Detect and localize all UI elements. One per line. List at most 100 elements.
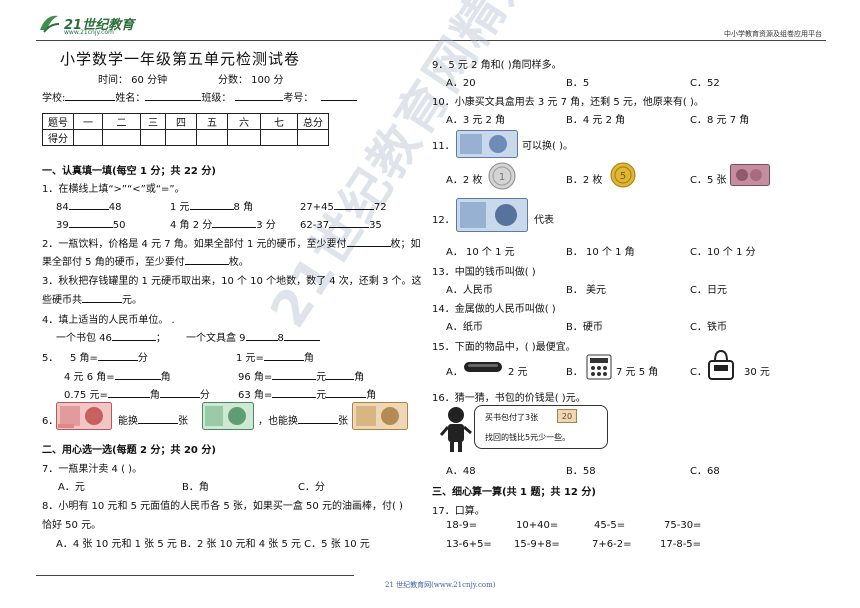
q5-text: 角 xyxy=(160,372,171,383)
score-cell[interactable] xyxy=(165,129,197,146)
q15-option-a-label[interactable]: A． xyxy=(446,367,463,378)
q14-option-b[interactable]: B．硬币 xyxy=(566,322,603,333)
answer-blank[interactable] xyxy=(159,386,200,398)
answer-blank[interactable] xyxy=(97,349,138,361)
answer-blank[interactable] xyxy=(283,329,320,341)
score-cell[interactable] xyxy=(196,129,228,146)
answer-blank[interactable] xyxy=(107,386,150,398)
answer-blank[interactable] xyxy=(263,349,304,361)
answer-blank[interactable] xyxy=(333,198,374,210)
answer-blank[interactable] xyxy=(245,329,278,341)
q13-option-b[interactable]: B． 美元 xyxy=(566,285,607,296)
q16-option-b[interactable]: B．58 xyxy=(566,466,596,477)
q12-option-b[interactable]: B． 10 个 1 角 xyxy=(566,247,635,258)
handbag-icon xyxy=(708,349,734,380)
q9-option-a[interactable]: A．20 xyxy=(446,78,476,89)
score-cell[interactable] xyxy=(73,129,103,146)
q16-bubble-line-2: 找回的钱比5元少一些。 xyxy=(485,433,571,442)
section-2-title: 二、用心选一选(每题 2 分；共 20 分) xyxy=(42,445,216,456)
q1-text: 84 xyxy=(56,202,69,213)
score-cell[interactable] xyxy=(140,129,166,146)
answer-blank[interactable] xyxy=(298,412,338,424)
table-row: 题号 一 二 三 四 五 六 七 总分 xyxy=(42,113,329,130)
answer-blank[interactable] xyxy=(82,291,122,303)
score-cell[interactable] xyxy=(227,129,261,146)
q5-r3b: 63 角=元角 xyxy=(238,386,376,401)
header-platform-text: 中小学教育资源及组卷应用平台 xyxy=(724,30,822,38)
q16-option-c[interactable]: C．68 xyxy=(690,466,720,477)
q3-text: 元。 xyxy=(122,295,142,306)
q12-option-c[interactable]: C．10 个 1 分 xyxy=(690,247,756,258)
answer-blank[interactable] xyxy=(189,198,234,210)
banknote-100-yuan-icon xyxy=(56,402,112,430)
question-15: 15．下面的物品中，( )最便宜。 xyxy=(432,342,576,353)
answer-blank[interactable] xyxy=(111,329,156,341)
table-cell: 六 xyxy=(227,113,261,130)
score-cell[interactable] xyxy=(102,129,141,146)
section-1-title: 一、认真填一填(每空 1 分；共 22 分) xyxy=(42,166,216,177)
q14-option-c[interactable]: C．铁币 xyxy=(690,322,727,333)
q6-text-part: ，也能换 xyxy=(258,416,298,427)
q11-option-b[interactable]: B．2 枚 xyxy=(566,175,603,186)
class-label: 班级： xyxy=(201,93,232,104)
q13-option-c[interactable]: C．日元 xyxy=(690,285,727,296)
q11-option-c[interactable]: C．5 张 xyxy=(690,175,727,186)
answer-blank[interactable] xyxy=(326,386,367,398)
banknote-10-yuan-large-icon xyxy=(456,198,528,232)
score-cell[interactable] xyxy=(297,129,329,146)
q15-option-a-price: 2 元 xyxy=(508,367,528,378)
q5-text: 角 xyxy=(354,372,365,383)
answer-blank[interactable] xyxy=(329,216,370,228)
answer-blank[interactable] xyxy=(272,386,317,398)
q7-option-c[interactable]: C．分 xyxy=(298,482,325,493)
svg-text:20: 20 xyxy=(562,412,572,421)
table-cell: 得分 xyxy=(42,129,74,146)
q7-option-a[interactable]: A．元 xyxy=(58,482,85,493)
answer-blank[interactable] xyxy=(68,198,109,210)
banknote-20-yuan-small-icon: 20 xyxy=(557,409,577,423)
q16-bubble-line-1: 买书包付了3张 xyxy=(485,413,539,422)
q13-option-a[interactable]: A．人民币 xyxy=(446,285,493,296)
header-divider xyxy=(36,40,826,41)
q16-option-a[interactable]: A．48 xyxy=(446,466,476,477)
answer-blank[interactable] xyxy=(326,368,355,380)
answer-blank[interactable] xyxy=(114,368,161,380)
q9-option-b[interactable]: B．5 xyxy=(566,78,590,89)
q12-option-a[interactable]: A． 10 个 1 元 xyxy=(446,247,515,258)
table-cell: 题号 xyxy=(42,113,74,130)
footer-text[interactable]: 21 世纪教育网(www.21cnjy.com) xyxy=(385,581,496,589)
q14-option-a[interactable]: A．纸币 xyxy=(446,322,483,333)
answer-blank[interactable] xyxy=(138,412,178,424)
class-field[interactable] xyxy=(235,89,284,101)
q15-option-b-label[interactable]: B． xyxy=(566,367,583,378)
table-cell: 二 xyxy=(102,113,141,130)
q5-text: 角 xyxy=(366,390,377,401)
q10-option-c[interactable]: C．8 元 7 角 xyxy=(690,115,750,126)
school-field[interactable] xyxy=(65,89,116,101)
q5-label: 5． xyxy=(42,353,59,364)
answer-blank[interactable] xyxy=(68,216,113,228)
q11-text: 可以换( )。 xyxy=(522,141,573,152)
q9-option-c[interactable]: C．52 xyxy=(690,78,720,89)
q1-text: 72 xyxy=(373,202,387,213)
score-cell[interactable] xyxy=(260,129,298,146)
answer-blank[interactable] xyxy=(346,235,391,247)
q8-options[interactable]: A．4 张 10 元和 1 张 5 元 B．2 张 10 元和 4 张 5 元 … xyxy=(56,539,370,550)
q10-option-a[interactable]: A．3 元 2 角 xyxy=(446,115,506,126)
q2-text: 枚。 xyxy=(228,257,249,268)
answer-blank[interactable] xyxy=(272,368,317,380)
q11-option-a[interactable]: A．2 枚 xyxy=(446,175,483,186)
q4-text: 一个书包 46 xyxy=(56,333,112,344)
q1-text: 39 xyxy=(56,220,69,231)
q15-option-c-label[interactable]: C． xyxy=(690,367,707,378)
q10-option-b[interactable]: B．4 元 2 角 xyxy=(566,115,626,126)
answer-blank[interactable] xyxy=(184,253,229,265)
q5-text: 元 xyxy=(316,372,327,383)
exam-no-field[interactable] xyxy=(321,89,358,101)
name-field[interactable] xyxy=(145,89,202,101)
q7-option-b[interactable]: B．角 xyxy=(182,482,209,493)
banknote-10-yuan-icon xyxy=(456,130,518,158)
q6-label: 6． xyxy=(42,416,59,427)
answer-blank[interactable] xyxy=(212,216,257,228)
